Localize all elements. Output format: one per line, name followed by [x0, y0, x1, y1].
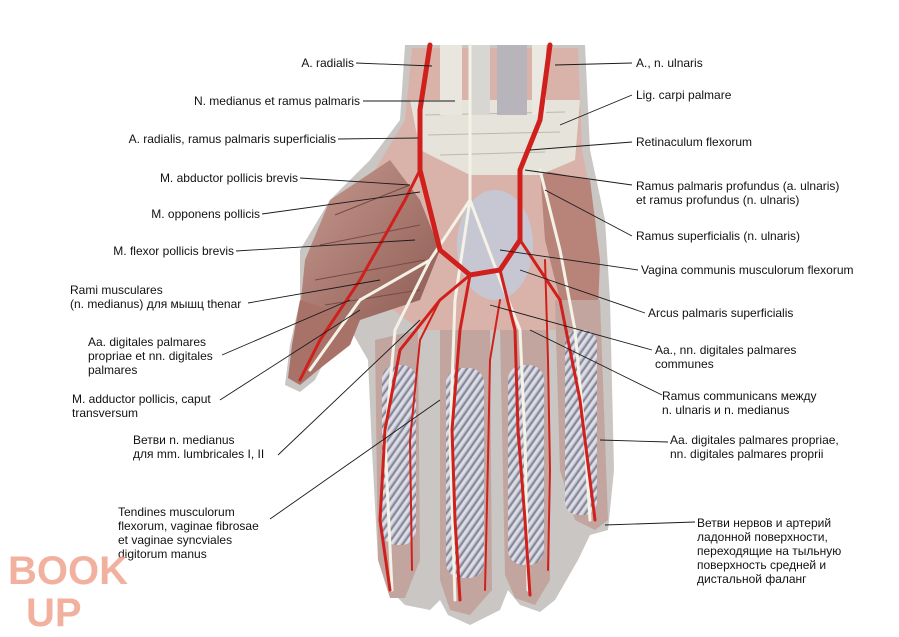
label-line: nn. digitales palmares proprii	[670, 447, 824, 461]
label-line: Aa. digitales palmares propriae,	[670, 433, 839, 447]
label-ramus-profundus: Ramus palmaris profundus (a. ulnaris) et…	[636, 179, 839, 207]
label-a-n-ulnaris: A., n. ulnaris	[636, 56, 703, 70]
label-n-medianus: N. medianus et ramus palmaris	[193, 94, 360, 108]
label-tendines: Tendines musculorum flexorum, vaginae fi…	[118, 505, 259, 561]
label-line: M. adductor pollicis, caput	[72, 392, 211, 406]
label-ramus-communicans: Ramus communicans между n. ulnaris и n. …	[662, 389, 817, 417]
label-m-adductor: M. adductor pollicis, caput transversum	[72, 392, 211, 420]
label-aa-digitales-propriae-left: Aa. digitales palmares propriae et nn. d…	[88, 335, 213, 377]
label-line: propriae et nn. digitales	[88, 349, 213, 363]
label-line: Aa., nn. digitales palmares	[655, 343, 797, 357]
nerves	[308, 43, 592, 602]
label-line: palmares	[88, 363, 138, 377]
label-line: Tendines musculorum	[118, 505, 235, 519]
label-m-abductor: M. abductor pollicis brevis	[159, 171, 298, 185]
label-m-opponens: M. opponens pollicis	[151, 207, 260, 221]
label-line: communes	[655, 357, 714, 371]
label-a-radialis-ramus: A. radialis, ramus palmaris superficiali…	[128, 132, 336, 146]
retinaculum-flexorum	[410, 100, 580, 175]
label-arcus-palmaris: Arcus palmaris superficialis	[648, 306, 794, 320]
hypothenar-muscles	[540, 170, 600, 310]
label-vetvi-medianus: Ветви n. medianus для mm. lumbricales I,…	[133, 433, 264, 461]
watermark-line1: BOOK	[8, 549, 128, 593]
label-line: Ramus communicans между	[662, 389, 817, 403]
label-a-radialis: A. radialis	[301, 56, 354, 70]
label-line: поверхность средней и	[697, 558, 827, 572]
label-line: Ramus palmaris profundus (a. ulnaris)	[636, 179, 840, 193]
label-m-flexor: M. flexor pollicis brevis	[113, 244, 234, 258]
label-rami-musculares: Rami musculares (n. medianus) для мышц t…	[70, 283, 241, 311]
label-line: flexorum, vaginae fibrosae	[118, 519, 259, 533]
label-lig-carpi: Lig. carpi palmare	[636, 88, 732, 102]
label-line: et vaginae syncviales	[118, 533, 233, 547]
label-line: для mm. lumbricales I, II	[133, 447, 265, 461]
label-line: transversum	[72, 406, 139, 420]
bookup-watermark-logo: BOOK UP	[8, 549, 128, 630]
label-line: Aa. digitales palmares	[88, 335, 207, 349]
label-ramus-superficialis: Ramus superficialis (n. ulnaris)	[636, 229, 801, 243]
label-line: Ветви n. medianus	[133, 433, 235, 447]
label-aa-digitales-propriae-right: Aa. digitales palmares propriae, nn. dig…	[670, 433, 839, 461]
label-line: Ветви нервов и артерий	[697, 516, 832, 530]
label-line: et ramus profundus (n. ulnaris)	[636, 193, 800, 207]
label-line: Rami musculares	[70, 283, 163, 297]
label-line: дистальной фаланг	[697, 572, 807, 586]
label-line: n. ulnaris и n. medianus	[662, 403, 790, 417]
label-line: переходящие на тыльную	[697, 544, 842, 558]
label-aa-nn-digitales-communes: Aa., nn. digitales palmares communes	[655, 343, 796, 371]
label-line: ладонной поверхности,	[697, 530, 828, 544]
leader-lines	[219, 62, 696, 526]
label-vetvi-nervov: Ветви нервов и артерий ладонной поверхно…	[697, 516, 841, 586]
watermark-line2: UP	[26, 591, 82, 630]
tendon-sheath-index	[382, 365, 416, 545]
label-retinaculum: Retinaculum flexorum	[636, 135, 753, 149]
label-vagina-communis: Vagina communis musculorum flexorum	[641, 263, 854, 277]
label-line: (n. medianus) для мышц thenar	[70, 297, 242, 311]
label-line: digitorum manus	[118, 547, 207, 561]
